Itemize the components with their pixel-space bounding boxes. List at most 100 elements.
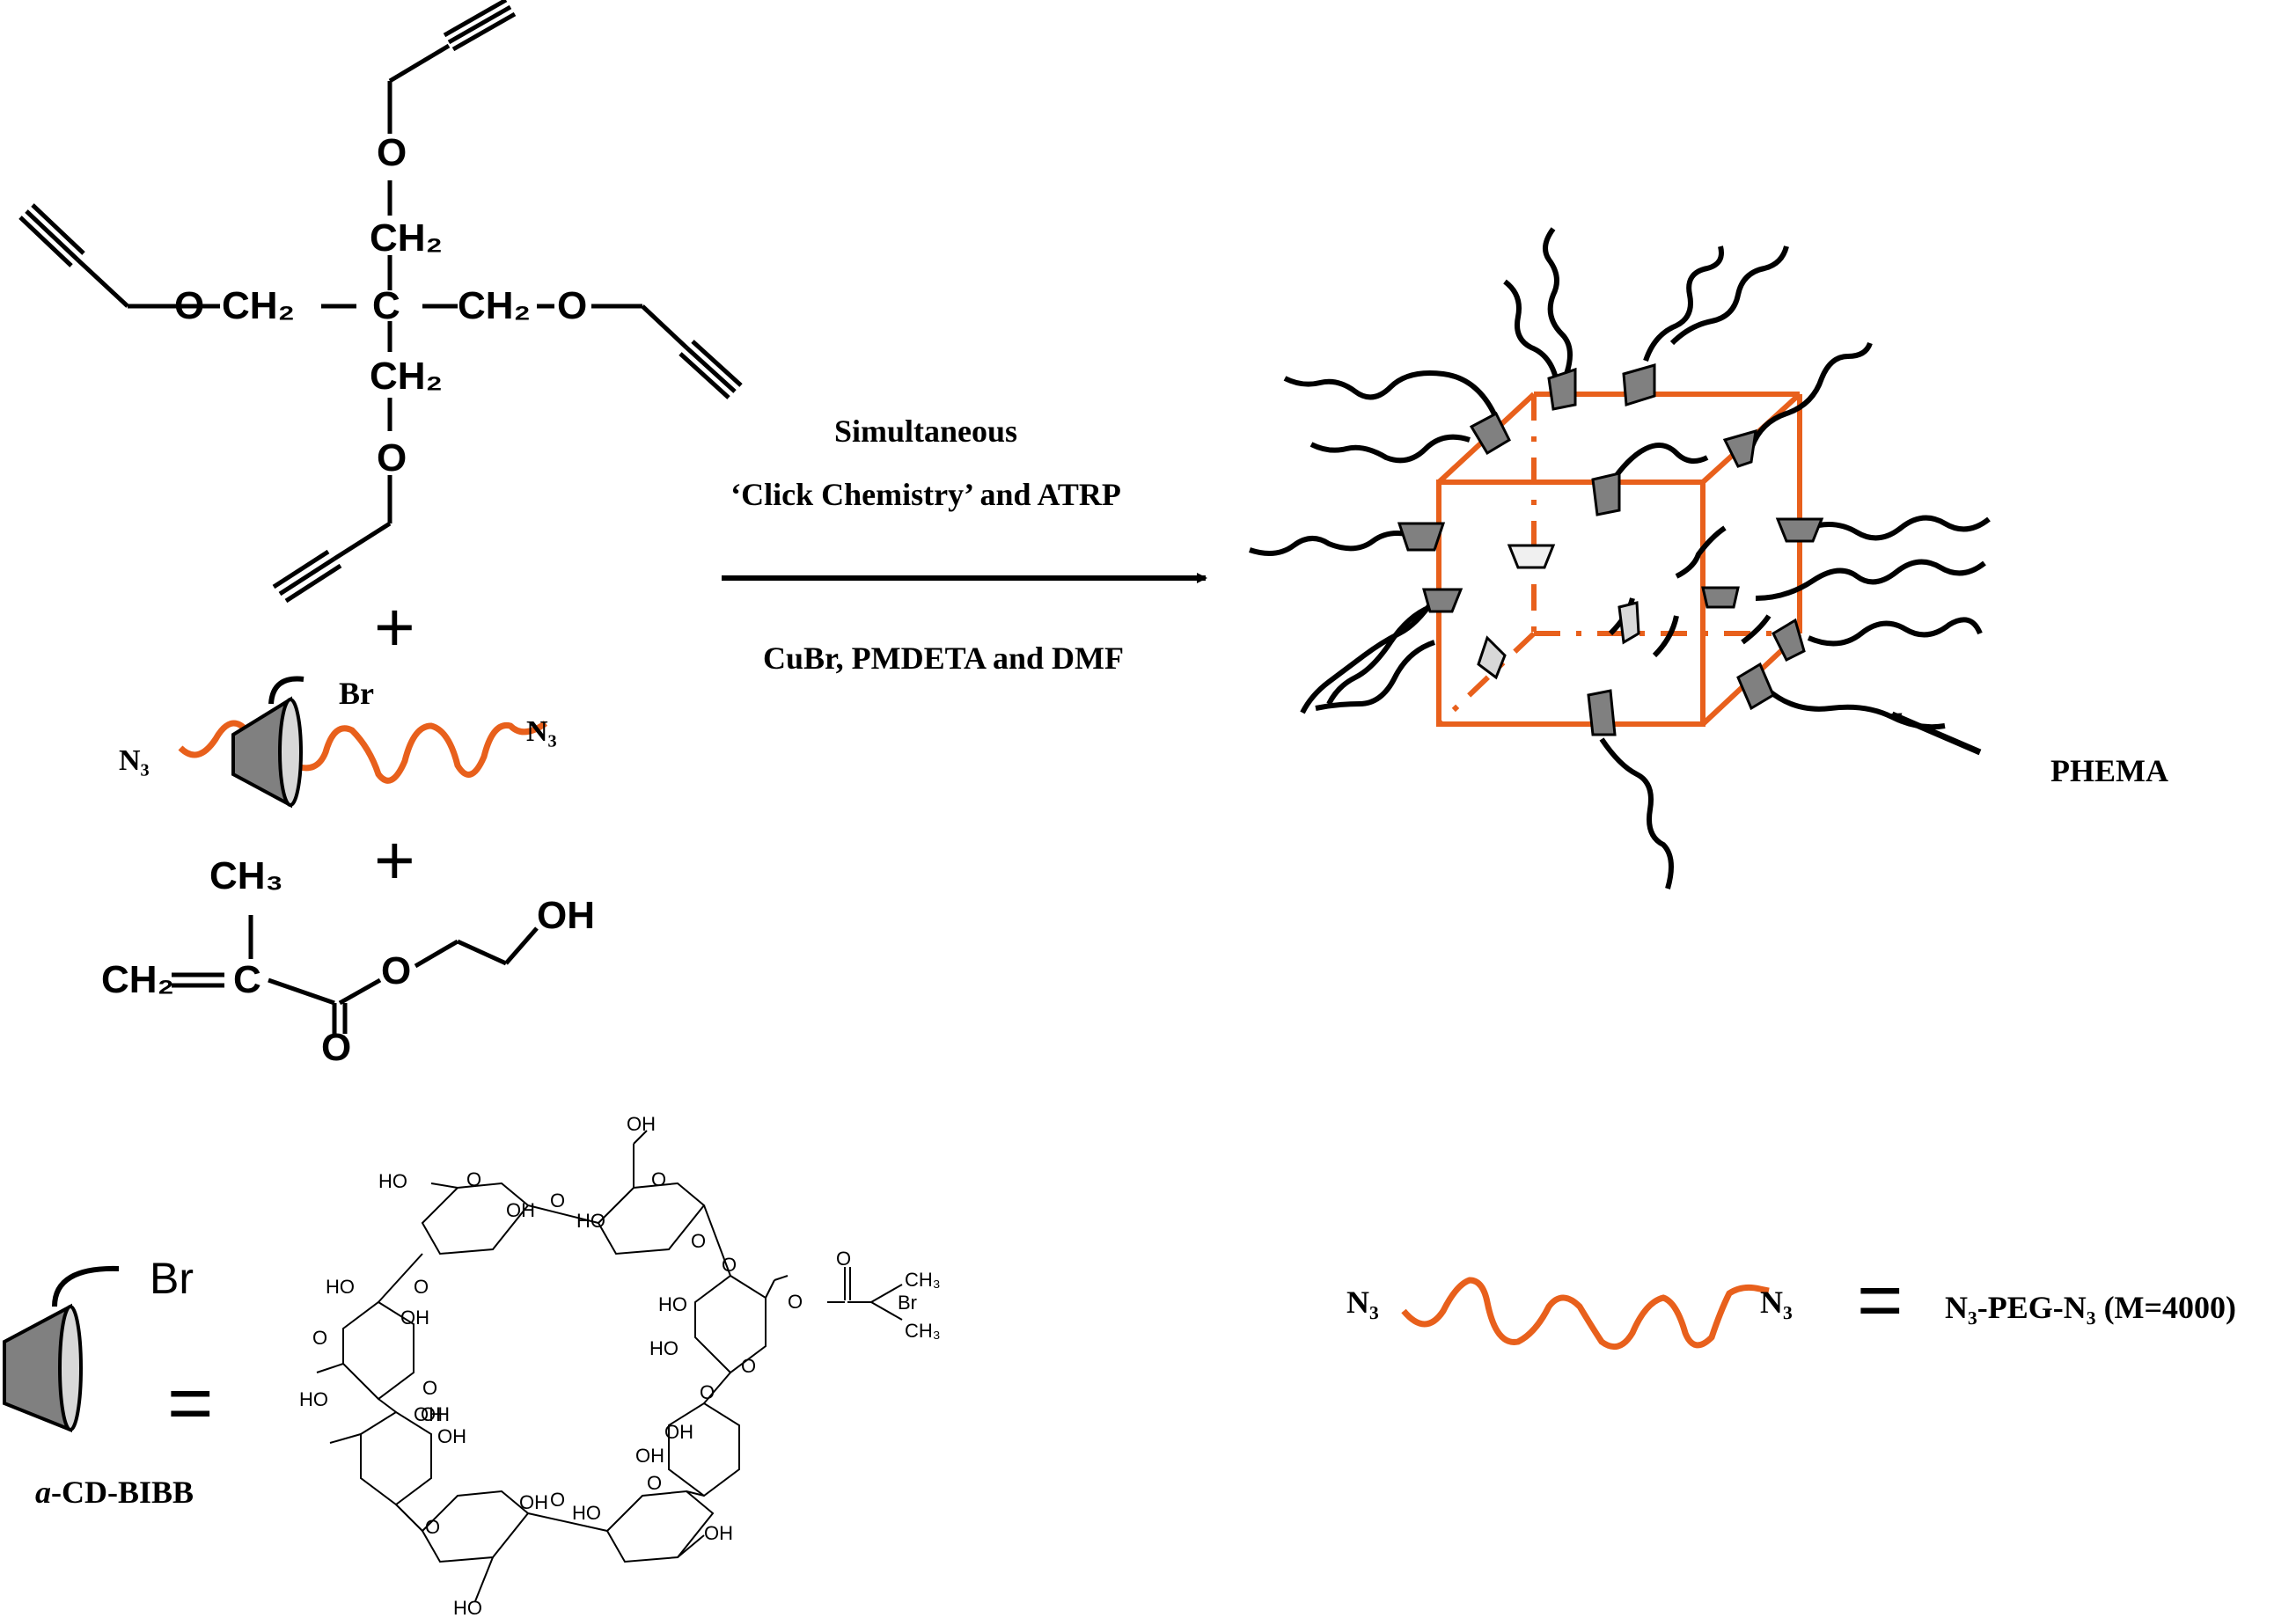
cd-ring-bonds [316,1130,903,1602]
cd-o: O [691,1230,706,1252]
ch2-right: CH₂ [458,284,531,327]
hema-c: C [233,958,261,1001]
cd-o: O [550,1489,565,1511]
hema-o-ester: O [381,949,411,992]
o-bottom: O [377,436,407,480]
legend-cd-name-italic: a [35,1475,51,1510]
legend-br-tether [52,1265,120,1307]
cd-oh: HO [326,1276,355,1298]
cd-o: O [414,1276,429,1298]
cd-oh: OH [421,1403,450,1425]
cd-o: O [836,1248,851,1270]
br-label: Br [339,676,374,711]
ch2-left: CH₂ [222,284,295,327]
cd-unit [1736,662,1775,711]
cd-o: O [425,1516,440,1538]
cd-oh: HO [378,1170,407,1192]
phema-pointer-arrow [1890,711,1982,756]
o-left: O [174,284,204,327]
hema-ch3: CH₃ [209,854,283,897]
reaction-arrow-group: Simultaneous ‘Click Chemistry’ and ATRP … [722,414,1207,676]
cd-unit [1469,411,1511,456]
condition-bottom: CuBr, PMDETA and DMF [763,641,1124,676]
cd-oh: OH [414,1403,443,1425]
cd-unit [1477,635,1507,680]
tetra-alkyne-labels: O CH₂ C CH₂ O CH₂ O CH₂ O [174,131,587,480]
legend-peg-label: N₃-PEG-N₃ (M=4000) [1945,1290,2236,1325]
n3-right-label: N₃ [526,715,557,748]
legend-cone-face [58,1305,83,1431]
peg-chain-right [293,721,548,784]
cd-oh: HO [576,1210,605,1232]
cd-o: O [312,1327,327,1349]
cd-oh: OH [437,1425,466,1447]
network-cube-hidden-edges [1436,394,1800,727]
hema-oh: OH [537,894,595,937]
cd-br: Br [898,1292,917,1314]
cd-oh: HO [658,1293,687,1315]
cd-unit [1772,618,1806,663]
condition-top-1: Simultaneous [834,414,1017,449]
cd-oh: OH [704,1522,733,1544]
tetra-alkyne-structure [18,0,743,604]
cd-o: O [788,1291,803,1313]
cd-oh: OH [519,1491,548,1513]
hema-structure [172,915,539,1034]
legend-peg: N₃ N₃ = N₃-PEG-N₃ (M=4000) [1346,1256,2236,1351]
hema-o-carbonyl: O [321,1026,351,1069]
cd-o: O [550,1190,565,1212]
cd-unit [1507,544,1556,569]
o-right: O [557,284,587,327]
cd-unit [1397,522,1446,552]
cd-unit [1622,363,1656,406]
cd-unit [1722,428,1757,468]
peg-macroinitiator: Br N₃ N₃ [119,676,557,809]
cd-ch3: CH₃ [905,1320,941,1342]
cd-o: O [466,1168,481,1190]
product-network: PHEMA [1249,227,2168,890]
cd-unit [1587,689,1617,736]
legend-peg-n3-right: N₃ [1760,1285,1793,1320]
o-top: O [377,131,407,174]
cd-oh: HO [453,1597,482,1618]
cd-unit [1775,517,1824,543]
cd-oh: OH [400,1307,429,1329]
cd-labels: HO OH O O OH HO O O O HO HO O O CH₃ Br C… [299,1113,941,1618]
hema-labels: CH₃ CH₂ C O O OH [101,854,595,1069]
legend-cd-bibb: Br = a-CD-BIBB [3,1254,214,1510]
plus-sign-1: + [374,588,415,666]
cd-oh: HO [299,1388,328,1410]
cd-o: O [741,1355,756,1377]
legend-peg-chain [1401,1277,1770,1351]
cd-unit [1547,367,1577,411]
plus-sign-2: + [374,821,415,899]
cd-o: O [422,1377,437,1399]
center-c: C [372,284,400,327]
legend-br: Br [150,1254,194,1303]
cone-face [278,698,303,807]
cyclodextrin-structure: HO OH O O OH HO O O O HO HO O O CH₃ Br C… [299,1113,941,1618]
legend-cd-equals: = [167,1359,214,1447]
legend-peg-n3-left: N₃ [1346,1285,1379,1320]
legend-cd-name: a-CD-BIBB [35,1475,194,1510]
cd-unit [1701,586,1740,609]
cd-units [1397,363,1824,736]
cd-oh: OH [627,1113,656,1135]
br-tether [268,676,304,705]
cd-o: O [651,1168,666,1190]
legend-cd-name-rest: -CD-BIBB [51,1475,194,1510]
cd-oh: HO [649,1337,679,1359]
cd-oh: OH [506,1199,535,1221]
cd-o: O [722,1254,737,1276]
n3-left-label: N₃ [119,744,150,777]
phema-chains [1249,227,1991,890]
cd-unit [1591,472,1621,516]
hema-ch2: CH₂ [101,958,174,1001]
phema-label: PHEMA [2050,753,2168,788]
condition-top-2: ‘Click Chemistry’ and ATRP [730,477,1121,512]
cd-o: O [700,1381,715,1403]
cd-oh: HO [572,1502,601,1524]
cd-unit [1617,601,1640,645]
cd-oh: OH [664,1421,693,1443]
ch2-top: CH₂ [370,216,443,260]
